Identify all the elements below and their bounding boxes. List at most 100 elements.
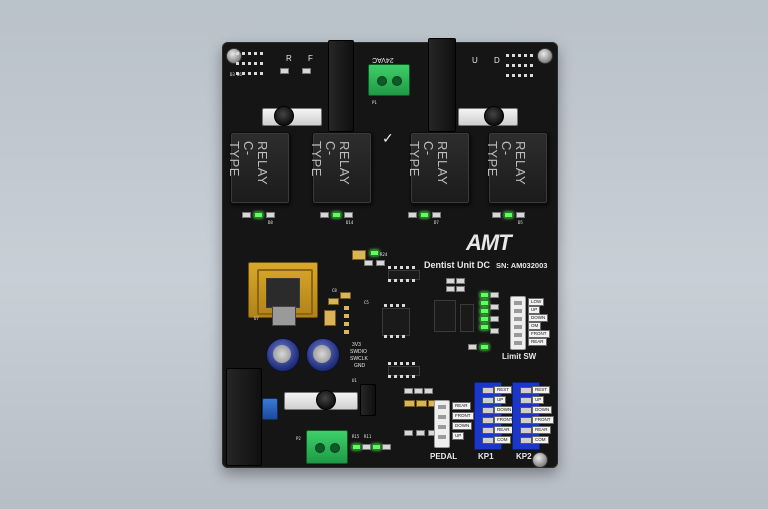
voltage-regulator: [266, 278, 300, 308]
status-led: [480, 292, 489, 298]
status-led: [480, 344, 489, 350]
silk-letter-f: F: [308, 54, 313, 63]
smd-cluster: [236, 72, 266, 75]
refdes-label: P2: [296, 436, 301, 441]
terminal-screw: [315, 443, 325, 453]
mounting-hole: [537, 48, 553, 64]
ic-pins: [388, 279, 418, 282]
ic-soic: [460, 304, 474, 332]
status-led: [420, 212, 429, 218]
kp2-label: KP2: [516, 452, 532, 461]
pin-label: REST: [532, 386, 551, 394]
relay-3: RELAY C-TYPE: [407, 132, 470, 204]
refdes-label: D3 D1: [230, 72, 243, 77]
pin-label: UP: [494, 396, 507, 404]
board-serial: SN: AM032003: [496, 261, 548, 270]
relay-2: RELAY C-TYPE: [309, 132, 372, 204]
electrolytic-capacitor: [306, 338, 340, 372]
bottom-power-terminal: [306, 430, 348, 464]
board-title: Dentist Unit DC: [424, 260, 490, 270]
status-led: [480, 308, 489, 314]
smd-part: [404, 388, 413, 394]
status-led: [370, 250, 379, 256]
pcb-board: D3 D1 R F 24VAC U D ✓ RELAY C-TYPE RELAY…: [222, 38, 558, 468]
fuse-holder-knob: [274, 106, 294, 126]
relay-label: RELAY C-TYPE: [485, 141, 528, 185]
smd-part: [490, 304, 499, 310]
debug-label: GND: [354, 363, 366, 369]
power-terminal-24vac: [368, 64, 410, 96]
smd-part: [280, 68, 289, 74]
debug-header: [344, 306, 349, 338]
smd-part: [320, 212, 329, 218]
smd-part: [446, 286, 455, 292]
refdes-label: U7: [254, 316, 259, 321]
silk-letter-r: R: [286, 54, 292, 63]
microcontroller: [382, 308, 410, 336]
smd-cluster: [506, 64, 536, 67]
smd-part: [490, 316, 499, 322]
terminal-screw: [377, 76, 387, 86]
pin-label: DOWN: [452, 422, 473, 430]
refdes-label: D5: [518, 220, 523, 225]
smd-part: [404, 430, 413, 436]
status-led: [504, 212, 513, 218]
ic-pins: [388, 375, 418, 378]
status-led: [254, 212, 263, 218]
relay-1: RELAY C-TYPE: [227, 132, 290, 204]
refdes-label: D8: [268, 220, 273, 225]
smd-part: [516, 212, 525, 218]
pin-label: UP: [532, 396, 545, 404]
debug-label: 3V3: [352, 342, 361, 348]
pin-label: REST: [494, 386, 513, 394]
qc-check-icon: ✓: [382, 130, 394, 146]
refdes-label: C8: [332, 288, 337, 293]
top-connector-right: [428, 38, 456, 132]
pin-label: DOWN: [532, 406, 553, 414]
pin-label: REAR: [528, 338, 547, 346]
pin-label: LOW: [528, 298, 545, 306]
smd-part: [468, 344, 477, 350]
tantalum-cap: [328, 298, 339, 305]
smd-cluster: [506, 54, 536, 57]
smd-part: [408, 212, 417, 218]
ic-pins: [388, 266, 418, 269]
kp1-label: KP1: [478, 452, 494, 461]
smd-part: [424, 388, 433, 394]
pin-label: DOWN: [528, 314, 549, 322]
pin-label: UP: [452, 432, 465, 440]
smd-part: [490, 328, 499, 334]
limit-switch-connector: [510, 296, 526, 350]
smd-part: [446, 278, 455, 284]
silk-letter-d: D: [494, 56, 500, 65]
fuse-holder-knob: [316, 390, 336, 410]
pin-label: UP: [528, 306, 541, 314]
smd-part: [456, 286, 465, 292]
tantalum-cap: [416, 400, 427, 407]
smd-cluster: [236, 52, 266, 55]
smd-part: [364, 260, 373, 266]
ic-soic: [434, 300, 456, 332]
pedal-label: PEDAL: [430, 452, 458, 461]
fuse-holder-knob: [484, 106, 504, 126]
refdes-label: C5: [364, 300, 369, 305]
refdes-label: R15: [352, 434, 360, 439]
status-led: [352, 444, 361, 450]
refdes-label: U1: [352, 378, 357, 383]
limit-sw-label: Limit SW: [502, 352, 537, 361]
film-capacitor: [262, 398, 278, 420]
pin-label: REAR: [494, 426, 513, 434]
regulator-tab: [272, 306, 296, 326]
tantalum-cap: [404, 400, 415, 407]
power-label: 24VAC: [372, 56, 394, 63]
tantalum-cap: [352, 250, 366, 260]
terminal-screw: [330, 443, 340, 453]
smd-part: [414, 388, 423, 394]
pin-label: COM: [532, 436, 549, 444]
top-connector-left: [328, 40, 354, 132]
relay-4: RELAY C-TYPE: [485, 132, 548, 204]
ic-pins: [384, 304, 406, 307]
smd-part: [302, 68, 311, 74]
electrolytic-capacitor: [266, 338, 300, 372]
pin-label: REAR: [452, 402, 471, 410]
